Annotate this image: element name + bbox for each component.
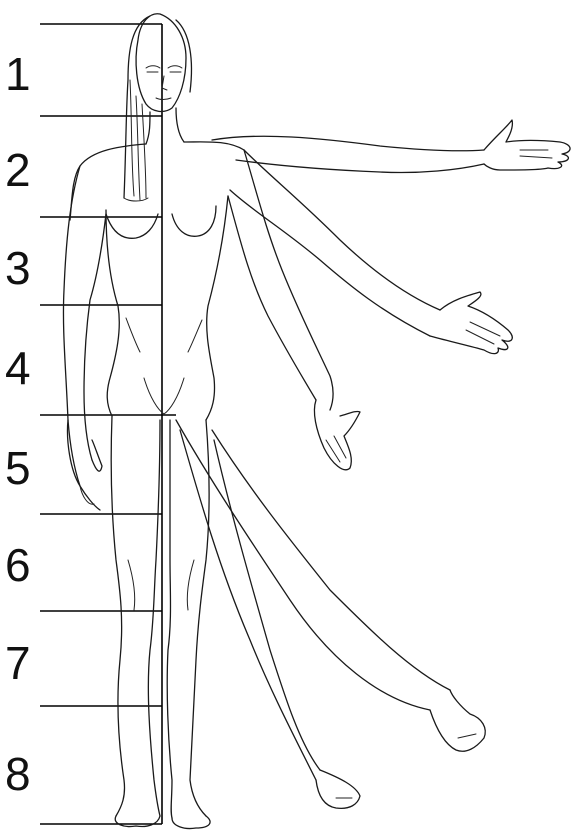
unit-number-6: 6 [5, 539, 31, 591]
spread-legs [176, 420, 485, 808]
unit-number-3: 3 [5, 242, 31, 294]
torso [106, 196, 228, 420]
unit-number-4: 4 [5, 342, 31, 394]
unit-number-1: 1 [5, 48, 31, 100]
shoulder-line-right [184, 142, 244, 150]
neck [146, 108, 184, 144]
division-lines [40, 24, 176, 824]
unit-number-7: 7 [5, 637, 31, 689]
unit-number-5: 5 [5, 442, 31, 494]
arm-slightly-out [228, 150, 360, 470]
hair [124, 16, 191, 201]
unit-numbers: 1 2 3 4 5 6 7 8 [5, 48, 31, 800]
arm-raised-horizontal [212, 120, 570, 173]
unit-number-8: 8 [5, 748, 31, 800]
head [136, 14, 186, 112]
unit-number-2: 2 [5, 144, 31, 196]
standing-legs [111, 416, 210, 829]
shoulder-line-left [70, 144, 146, 220]
